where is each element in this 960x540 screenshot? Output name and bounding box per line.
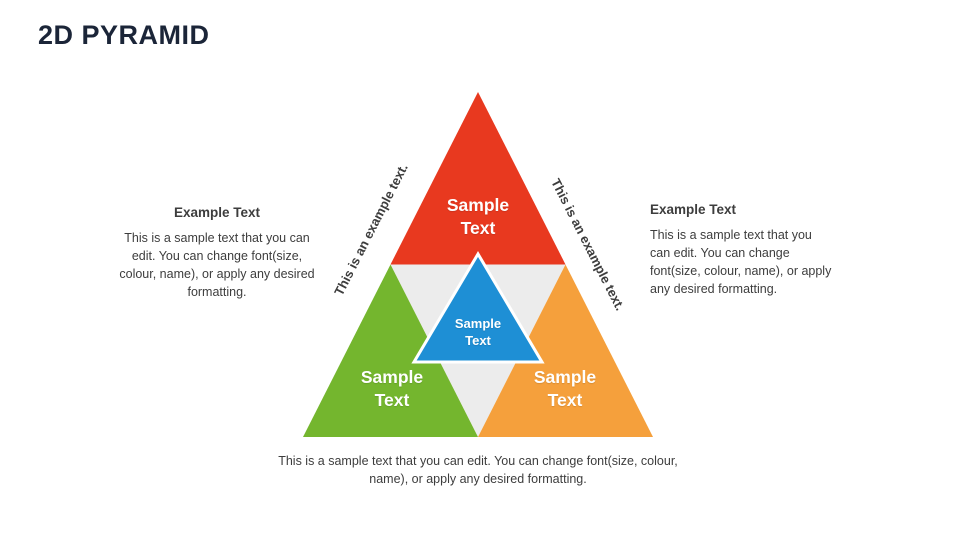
- pyramid-center-triangle: [411, 251, 545, 364]
- page-title: 2D PYRAMID: [38, 20, 210, 50]
- right-triangle-label: Sample Text: [533, 367, 597, 410]
- pyramid-left-triangle: [303, 264, 478, 437]
- left-text-block: Example Text This is a sample text that …: [118, 205, 316, 302]
- right-block-heading: Example Text: [650, 202, 737, 217]
- left-block-heading: Example Text: [173, 205, 261, 220]
- top-triangle-label: Sample Text: [446, 195, 510, 238]
- left-triangle-label: Sample Text: [360, 367, 424, 410]
- right-block-body: This is a sample text that you can edit.…: [650, 228, 832, 297]
- left-block-body: This is a sample text that you can edit.…: [119, 231, 315, 300]
- right-text-block: Example Text This is a sample text that …: [650, 202, 832, 299]
- pyramid-top-triangle: [390, 92, 566, 265]
- center-triangle-label: Sample Text: [454, 316, 502, 348]
- footer-caption: This is a sample text that you can edit.…: [278, 454, 678, 487]
- pyramid-right-triangle: [478, 264, 653, 437]
